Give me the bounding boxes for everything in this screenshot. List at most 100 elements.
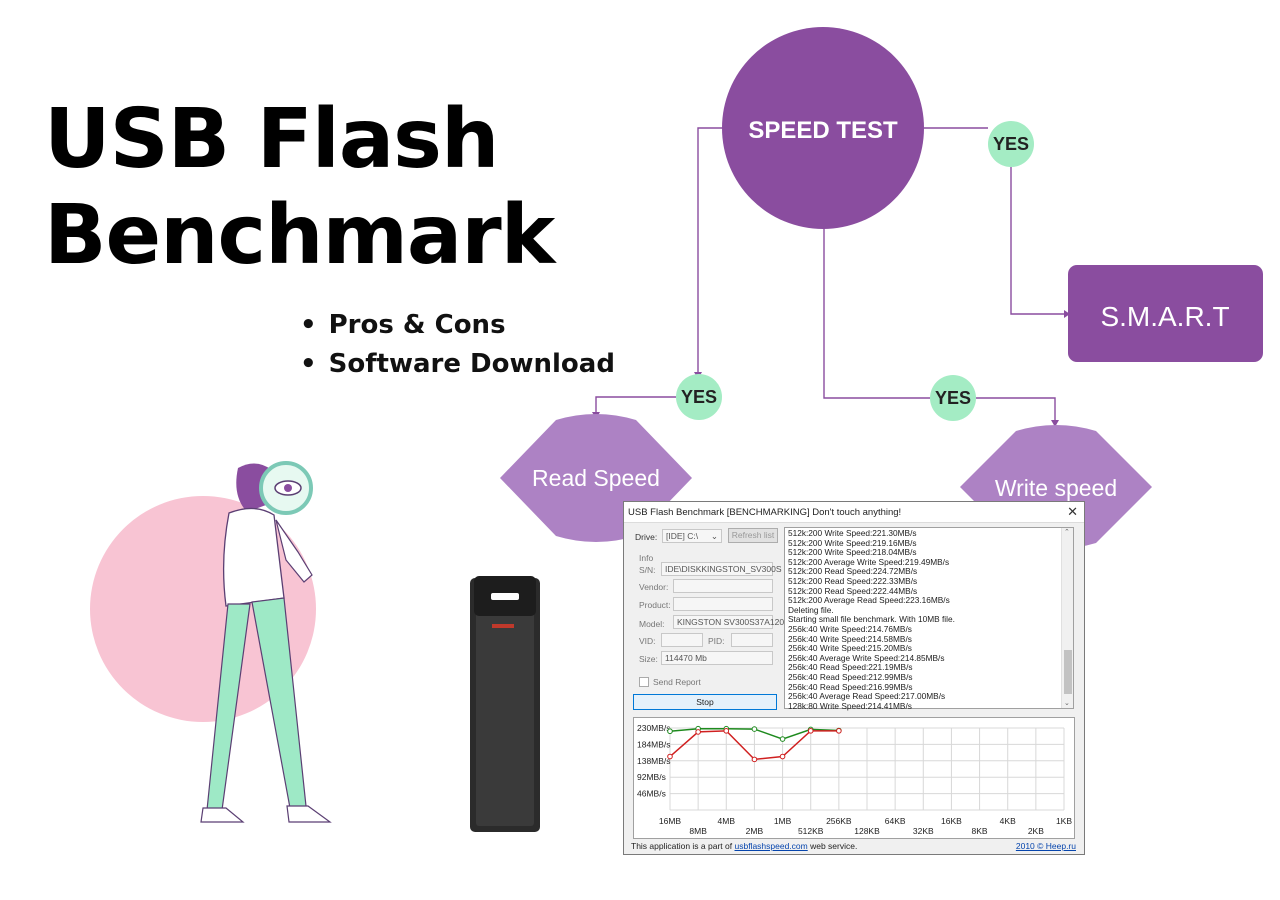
model-field: KINGSTON SV300S37A120 <box>673 615 784 629</box>
model-label: Model: <box>639 619 665 629</box>
drive-select-value: [IDE] C:\ <box>666 531 699 541</box>
log-line: 256k:40 Write Speed:214.76MB/s <box>788 623 912 634</box>
log-line: 256k:40 Average Write Speed:214.85MB/s <box>788 652 945 663</box>
log-line: 256k:40 Read Speed:212.99MB/s <box>788 671 913 682</box>
y-tick-label: 138MB/s <box>637 756 671 766</box>
log-line: 256k:40 Read Speed:221.19MB/s <box>788 662 913 673</box>
x-tick-label: 1MB <box>774 816 792 826</box>
x-tick-label: 8MB <box>689 826 707 836</box>
x-tick-label: 1KB <box>1056 816 1072 826</box>
smart-box <box>1068 265 1263 362</box>
connector-to-write-yes <box>823 205 930 399</box>
yes-smart-label: YES <box>993 134 1029 154</box>
log-line: 256k:40 Average Read Speed:217.00MB/s <box>788 691 946 702</box>
y-tick-label: 230MB/s <box>637 723 671 733</box>
log-line: 512k:200 Average Write Speed:219.49MB/s <box>788 556 950 567</box>
usb-drive-logo-icon <box>492 624 514 628</box>
series-point-1 <box>779 753 786 760</box>
log-line: 128k:80 Write Speed:214.41MB/s <box>788 700 912 711</box>
yes-read-label: YES <box>681 387 717 407</box>
speed-chart: 230MB/s184MB/s138MB/s92MB/s46MB/s16MB8MB… <box>637 723 1072 836</box>
connector-to-smart <box>1010 167 1064 315</box>
title-line-1: USB Flash <box>44 92 499 187</box>
vendor-field <box>673 579 773 593</box>
person-shirt-icon <box>222 507 285 607</box>
smart-label: S.M.A.R.T <box>1100 301 1229 332</box>
yes-write-label: YES <box>935 388 971 408</box>
series-point-1 <box>807 728 814 734</box>
product-field <box>673 597 773 611</box>
person-right-shoe-icon <box>286 805 332 823</box>
log-line: 512k:200 Read Speed:222.33MB/s <box>788 575 918 586</box>
eye-pupil-icon <box>284 484 292 492</box>
usb-drive-slot-icon <box>491 593 519 600</box>
bullet-software-download: Software Download <box>300 345 615 384</box>
refresh-list-button[interactable]: Refresh list <box>728 528 778 543</box>
drive-select[interactable]: [IDE] C:\ ⌄ <box>662 529 722 543</box>
series-point-1 <box>667 753 673 760</box>
x-tick-label: 4MB <box>718 816 736 826</box>
pid-label: PID: <box>708 636 725 646</box>
x-tick-label: 4KB <box>1000 816 1016 826</box>
send-report-label: Send Report <box>653 677 701 687</box>
footer-prefix: This application is a part of <box>631 841 735 851</box>
x-tick-label: 8KB <box>972 826 988 836</box>
product-label: Product: <box>639 600 671 610</box>
connector-to-read-yes <box>697 127 722 372</box>
x-tick-label: 128KB <box>854 826 880 836</box>
series-point-1 <box>695 729 701 735</box>
sn-field: IDE\DISKKINGSTON_SV300S <box>661 562 782 576</box>
log-line: 512k:200 Read Speed:222.44MB/s <box>788 585 918 596</box>
log-scrollbar-thumb[interactable] <box>1064 650 1072 694</box>
y-tick-label: 184MB/s <box>637 739 671 749</box>
write-speed-label: Write speed <box>995 475 1117 501</box>
person-arm-icon <box>275 519 313 583</box>
speed-test-circle <box>722 27 924 229</box>
yes-badge-smart <box>988 121 1034 167</box>
vid-label: VID: <box>639 636 656 646</box>
x-tick-label: 256KB <box>826 816 852 826</box>
benchmark-window: USB Flash Benchmark [BENCHMARKING] Don't… <box>623 501 1085 855</box>
scroll-up-icon[interactable]: ⌃ <box>1064 529 1070 536</box>
window-title: USB Flash Benchmark [BENCHMARKING] Don't… <box>628 507 902 518</box>
connector-to-write <box>976 397 1056 420</box>
scroll-down-icon[interactable]: ⌄ <box>1064 700 1070 707</box>
flow-arrowheads <box>592 310 1070 427</box>
log-line: 256k:40 Read Speed:216.99MB/s <box>788 681 913 692</box>
size-label: Size: <box>639 654 658 664</box>
page-title: USB Flash Benchmark <box>44 92 555 284</box>
usb-drive-grip-icon <box>476 612 534 826</box>
footer-note: This application is a part of usbflashsp… <box>631 841 857 851</box>
copyright-link[interactable]: 2010 © Heep.ru <box>1015 841 1076 851</box>
x-tick-label: 64KB <box>885 816 906 826</box>
series-point-1 <box>751 756 758 763</box>
send-report-checkbox[interactable] <box>639 677 649 687</box>
person-left-shoe-icon <box>200 807 245 823</box>
log-line: Starting small file benchmark. With 10MB… <box>788 614 955 625</box>
pid-field <box>731 633 773 647</box>
x-tick-label: 2MB <box>746 826 764 836</box>
bullet-list: Pros & Cons Software Download <box>300 306 615 384</box>
usbflashspeed-link[interactable]: usbflashspeed.com <box>734 841 808 851</box>
window-titlebar: USB Flash Benchmark [BENCHMARKING] Don't… <box>624 502 1084 523</box>
series-point-1 <box>836 728 842 734</box>
x-tick-label: 16MB <box>659 816 682 826</box>
log-line: 512k:200 Write Speed:218.04MB/s <box>788 547 917 558</box>
log-line: 512k:200 Read Speed:224.72MB/s <box>788 566 918 577</box>
log-line: 512k:200 Write Speed:221.30MB/s <box>788 528 917 538</box>
log-line: 256k:40 Write Speed:215.20MB/s <box>788 643 912 654</box>
log-scrollbar[interactable]: ⌃ ⌄ <box>1061 528 1073 708</box>
log-line: 512k:200 Write Speed:219.16MB/s <box>788 537 917 548</box>
stop-button[interactable]: Stop <box>633 694 777 710</box>
info-group-label: Info <box>639 553 654 563</box>
yes-badge-write <box>930 375 976 421</box>
speed-test-label: SPEED TEST <box>748 117 898 144</box>
read-speed-label: Read Speed <box>532 465 660 491</box>
vid-field <box>661 633 703 647</box>
series-point-1 <box>723 728 730 734</box>
log-line: Deleting file. <box>788 604 834 615</box>
close-icon[interactable]: ✕ <box>1067 504 1078 519</box>
